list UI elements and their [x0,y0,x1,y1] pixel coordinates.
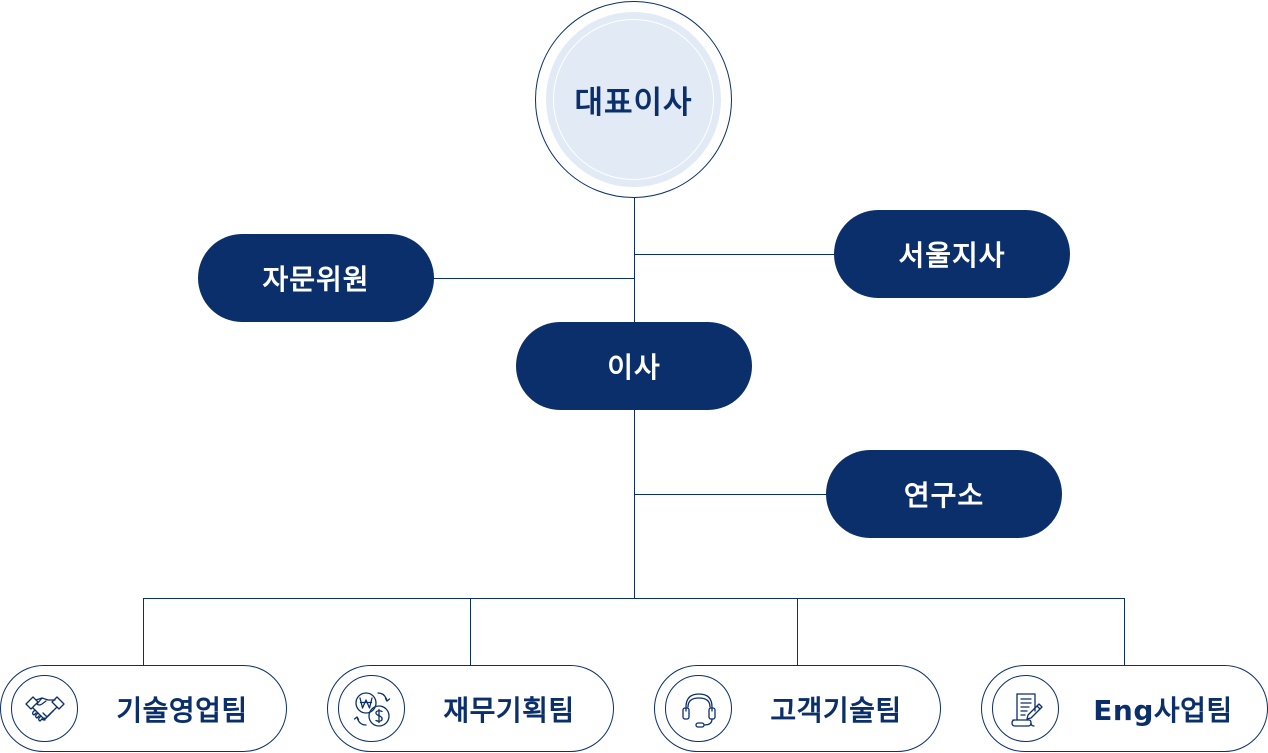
currency-exchange-icon [338,675,405,742]
team-node-technical-sales: 기술영업팀 [0,665,287,752]
director-node: 이사 [516,322,752,410]
research-label: 연구소 [903,479,985,512]
team-node-eng-business: Eng사업팀 [981,665,1268,752]
research-node: 연구소 [826,450,1062,538]
team-node-customer-tech: 고객기술팀 [654,665,941,752]
handshake-icon [11,675,78,742]
team-label: 고객기술팀 [770,693,902,727]
seoul-branch-node: 서울지사 [834,210,1070,298]
ceo-node: 대표이사 [535,1,732,198]
team-node-finance-planning: 재무기획팀 [327,665,614,752]
team-label: 기술영업팀 [116,693,248,727]
team-label: Eng사업팀 [1093,693,1233,727]
ceo-label: 대표이사 [574,85,693,121]
advisor-node: 자문위원 [198,234,434,322]
headset-icon [665,675,732,742]
director-label: 이사 [607,351,661,384]
team-label: 재무기획팀 [443,693,575,727]
advisor-label: 자문위원 [262,263,370,296]
document-pen-icon [992,675,1059,742]
seoul-branch-label: 서울지사 [898,239,1006,272]
